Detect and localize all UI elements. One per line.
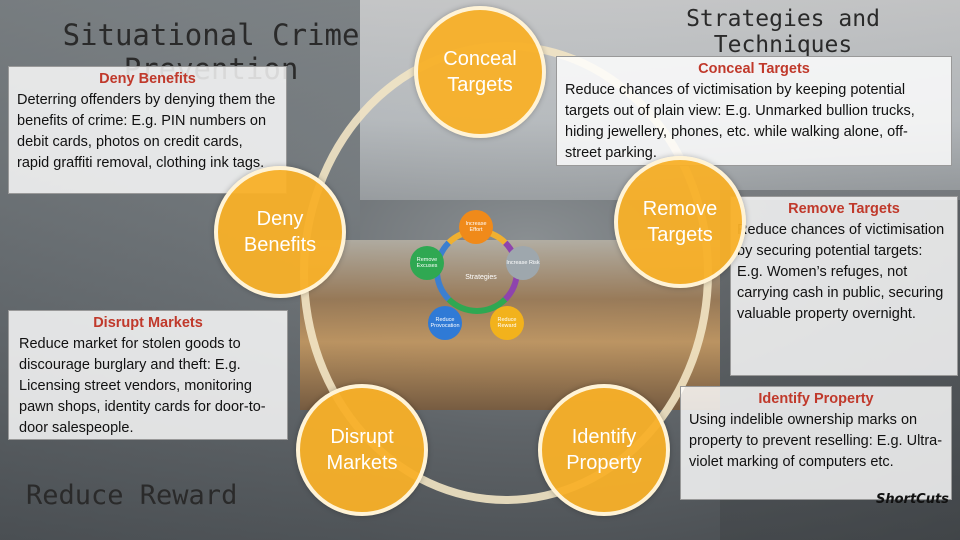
remove-targets-circle[interactable]: Remove Targets bbox=[614, 156, 746, 288]
conceal-targets-heading: Conceal Targets bbox=[698, 61, 810, 77]
mini-node-increase-effort: Increase Effort bbox=[459, 210, 493, 244]
deny-benefits-heading: Deny Benefits bbox=[99, 71, 196, 87]
identify-property-circle-label: Identify Property bbox=[566, 426, 642, 474]
identify-property-heading: Identify Property bbox=[758, 391, 874, 407]
disrupt-markets-text: Reduce market for stolen goods to discou… bbox=[19, 336, 266, 436]
identify-property-box: Identify Property Using indelible owners… bbox=[680, 386, 952, 500]
remove-targets-circle-label: Remove Targets bbox=[642, 198, 718, 246]
title-bottom: Reduce Reward bbox=[26, 480, 238, 511]
shortcuts-logo: ShortCuts bbox=[876, 492, 949, 507]
remove-targets-heading: Remove Targets bbox=[788, 201, 900, 217]
conceal-targets-circle[interactable]: Conceal Targets bbox=[414, 6, 546, 138]
mini-node-remove-excuses: Remove Excuses bbox=[410, 246, 444, 280]
deny-benefits-circle[interactable]: Deny Benefits bbox=[214, 166, 346, 298]
remove-targets-text: Reduce chances of victimisation by secur… bbox=[737, 222, 945, 322]
mini-node-reduce-provocation: Reduce Provocation bbox=[428, 306, 462, 340]
disrupt-markets-circle[interactable]: Disrupt Markets bbox=[296, 384, 428, 516]
deny-benefits-text: Deterring offenders by denying them the … bbox=[17, 92, 276, 171]
conceal-targets-text: Reduce chances of victimisation by keepi… bbox=[565, 82, 915, 161]
disrupt-markets-box: Disrupt Markets Reduce market for stolen… bbox=[8, 310, 288, 440]
conceal-targets-circle-label: Conceal Targets bbox=[443, 48, 517, 96]
deny-benefits-box: Deny Benefits Deterring offenders by den… bbox=[8, 66, 287, 194]
identify-property-circle[interactable]: Identify Property bbox=[538, 384, 670, 516]
disrupt-markets-heading: Disrupt Markets bbox=[93, 315, 203, 331]
mini-center-label: Strategies bbox=[465, 274, 497, 281]
mini-node-reduce-reward: Reduce Reward bbox=[490, 306, 524, 340]
identify-property-text: Using indelible ownership marks on prope… bbox=[689, 412, 943, 470]
remove-targets-box: Remove Targets Reduce chances of victimi… bbox=[730, 196, 958, 376]
title-right: Strategies and Techniques bbox=[686, 6, 880, 58]
disrupt-markets-circle-label: Disrupt Markets bbox=[326, 426, 398, 474]
deny-benefits-circle-label: Deny Benefits bbox=[243, 208, 317, 256]
conceal-targets-box: Conceal Targets Reduce chances of victim… bbox=[556, 56, 952, 166]
mini-node-increase-risk: Increase Risk bbox=[506, 246, 540, 280]
